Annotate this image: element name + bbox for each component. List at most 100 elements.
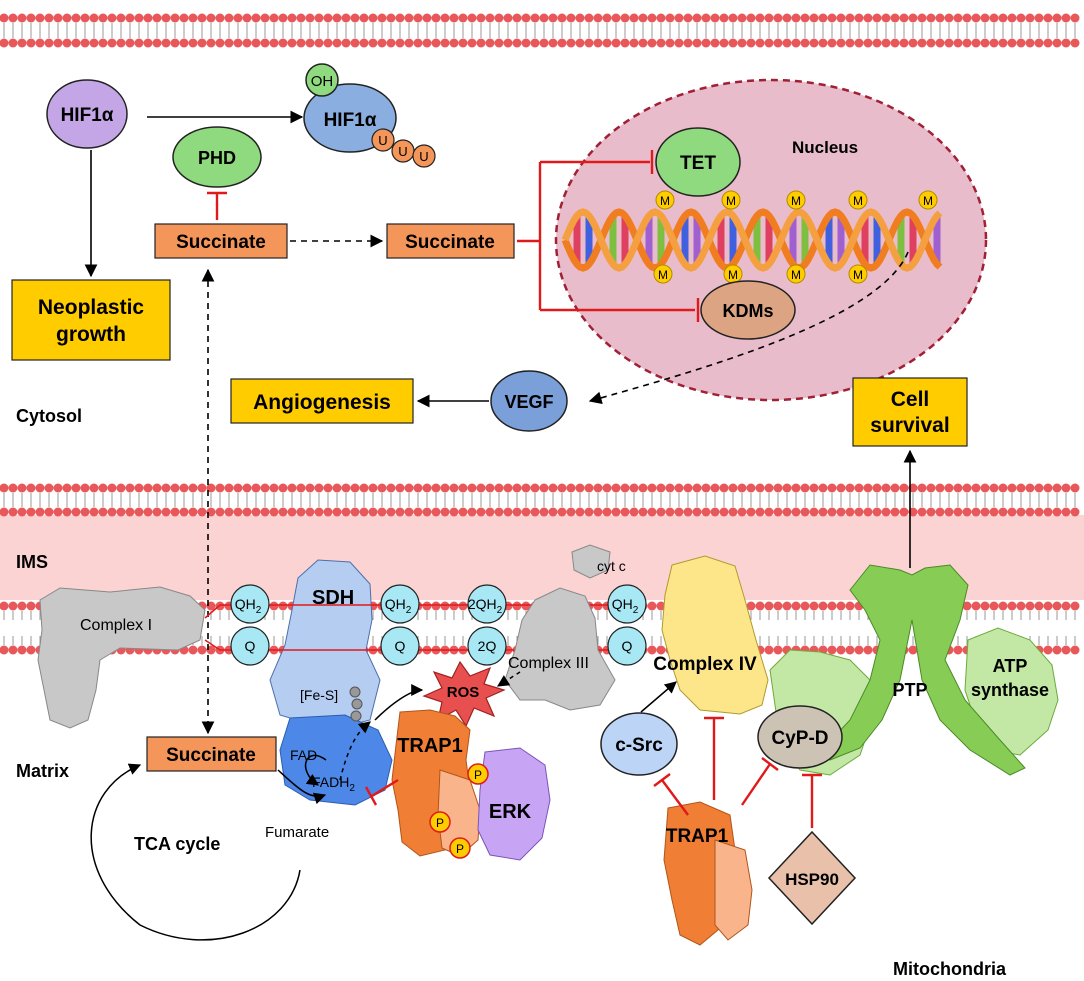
erk <box>477 747 551 861</box>
succinate-label-nuclear: Succinate <box>405 232 495 253</box>
mito-inhibitions <box>364 716 822 828</box>
angiogenesis-label: Angiogenesis <box>253 391 391 414</box>
svg-text:M: M <box>791 194 801 208</box>
cyt-c-label: cyt c <box>597 558 626 574</box>
nucleus-label: Nucleus <box>792 138 858 157</box>
csrc-label: c-Src <box>615 735 663 756</box>
succinate-box-nuclear <box>386 223 515 259</box>
inhibit-trap1-csrc <box>661 779 689 816</box>
mitochondria-label: Mitochondria <box>893 959 1007 979</box>
outer-mito-membrane <box>0 483 1080 517</box>
atp-synthase-label-1: ATP <box>993 656 1028 676</box>
cell-survival-label-2: survival <box>870 414 949 437</box>
erk-label: ERK <box>489 801 532 823</box>
phospho-3 <box>449 837 471 859</box>
inhibit-trap1-cypd <box>741 763 771 806</box>
sdh-label: SDH <box>312 587 354 609</box>
hsp90-node <box>767 830 857 926</box>
cell-survival-label-1: Cell <box>891 388 930 411</box>
svg-text:M: M <box>658 268 668 282</box>
phospho-2-label: P <box>436 816 444 830</box>
cytosol-arrows <box>84 110 917 735</box>
fes-cluster-1 <box>349 686 361 698</box>
neoplastic-growth-label-2: growth <box>56 323 126 346</box>
svg-text:M: M <box>728 268 738 282</box>
fes-cluster-3 <box>350 710 362 722</box>
fes-cluster-2 <box>351 698 363 710</box>
atp-synthase-label-2: synthase <box>971 680 1049 700</box>
svg-text:M: M <box>791 268 801 282</box>
arrow-sdh-to-ros <box>374 684 424 721</box>
hsp90-label: HSP90 <box>785 870 839 889</box>
hif1a-modified: HIF1α OH U U U <box>303 63 436 168</box>
phospho-1 <box>467 763 489 785</box>
arrow-fadh2-to-fes <box>339 721 371 781</box>
angiogenesis-box <box>230 378 414 424</box>
fumarate-label: Fumarate <box>265 824 329 841</box>
arrow-succ-to-fumarate <box>277 769 327 805</box>
phospho-2 <box>429 811 451 833</box>
succinate-box-cytosol <box>154 223 288 259</box>
csrc-node <box>600 712 678 776</box>
fes-label: [Fe-S] <box>300 687 338 703</box>
ubiquitin-3 <box>412 144 436 168</box>
svg-text:M: M <box>853 194 863 208</box>
oh-label: OH <box>311 73 334 90</box>
outer-cell-membrane <box>0 13 1080 48</box>
succinate-label-matrix: Succinate <box>166 745 256 766</box>
trap1-matrix-label: TRAP1 <box>397 735 463 757</box>
phospho-3-label: P <box>456 842 464 856</box>
ims-label: IMS <box>16 552 48 572</box>
complex-i-label: Complex I <box>80 617 152 634</box>
cell-survival-box <box>852 377 968 447</box>
hif1a-node <box>46 79 128 149</box>
complex-i <box>37 586 206 729</box>
arrow-csrc-to-civ <box>640 681 677 713</box>
cypd-node <box>757 705 843 769</box>
svg-text:M: M <box>660 194 670 208</box>
succinate-label-cytosol: Succinate <box>176 232 266 253</box>
ptp-label: PTP <box>892 680 927 700</box>
complex-iv <box>661 555 769 715</box>
svg-text:QH2: QH2 <box>235 596 262 616</box>
ubiquitin-1-label: U <box>378 133 387 148</box>
trap1-bottom-label: TRAP1 <box>666 826 729 847</box>
tet-node <box>655 127 741 197</box>
svg-text:2Q: 2Q <box>478 638 497 654</box>
svg-text:M: M <box>923 194 933 208</box>
tca-cycle-arrow <box>90 763 301 941</box>
svg-text:2QH2: 2QH2 <box>468 596 503 616</box>
inhibit-trap1-sdh-bar <box>364 786 378 806</box>
svg-text:M: M <box>726 194 736 208</box>
vegf-label: VEGF <box>504 392 553 412</box>
svg-text:QH2: QH2 <box>385 596 412 616</box>
kdms-label: KDMs <box>722 301 773 321</box>
svg-text:QH2: QH2 <box>612 596 639 616</box>
dna-helix: M M M M M M M M M <box>561 190 943 284</box>
svg-text:Q: Q <box>395 638 406 654</box>
phd-label: PHD <box>198 148 236 168</box>
complex-iii <box>504 587 616 711</box>
cytosol-label: Cytosol <box>16 406 82 426</box>
svg-text:Q: Q <box>622 638 633 654</box>
hif1a-mod-label: HIF1α <box>324 110 377 131</box>
oh-group <box>305 63 339 97</box>
trap1-bottom-light <box>714 839 753 941</box>
ubiquitin-1 <box>371 128 395 152</box>
cyt-c <box>571 544 611 579</box>
svg-text:M: M <box>853 268 863 282</box>
phospho-1-label: P <box>474 768 482 782</box>
ubiquitin-3-label: U <box>419 149 428 164</box>
ros-label: ROS <box>447 684 480 701</box>
neoplastic-growth-box <box>11 279 171 361</box>
phd-node <box>172 126 262 188</box>
cypd-label: CyP-D <box>771 728 828 749</box>
complex-iii-label: Complex III <box>508 655 589 672</box>
complex-iv-label: Complex IV <box>653 654 757 675</box>
arrow-fad-cycle <box>304 754 327 786</box>
inhibit-succ-bracket <box>517 160 695 312</box>
neoplastic-growth-label-1: Neoplastic <box>38 296 145 319</box>
tet-label: TET <box>680 153 716 174</box>
inhibit-trap1-cypd-bar <box>761 757 779 771</box>
